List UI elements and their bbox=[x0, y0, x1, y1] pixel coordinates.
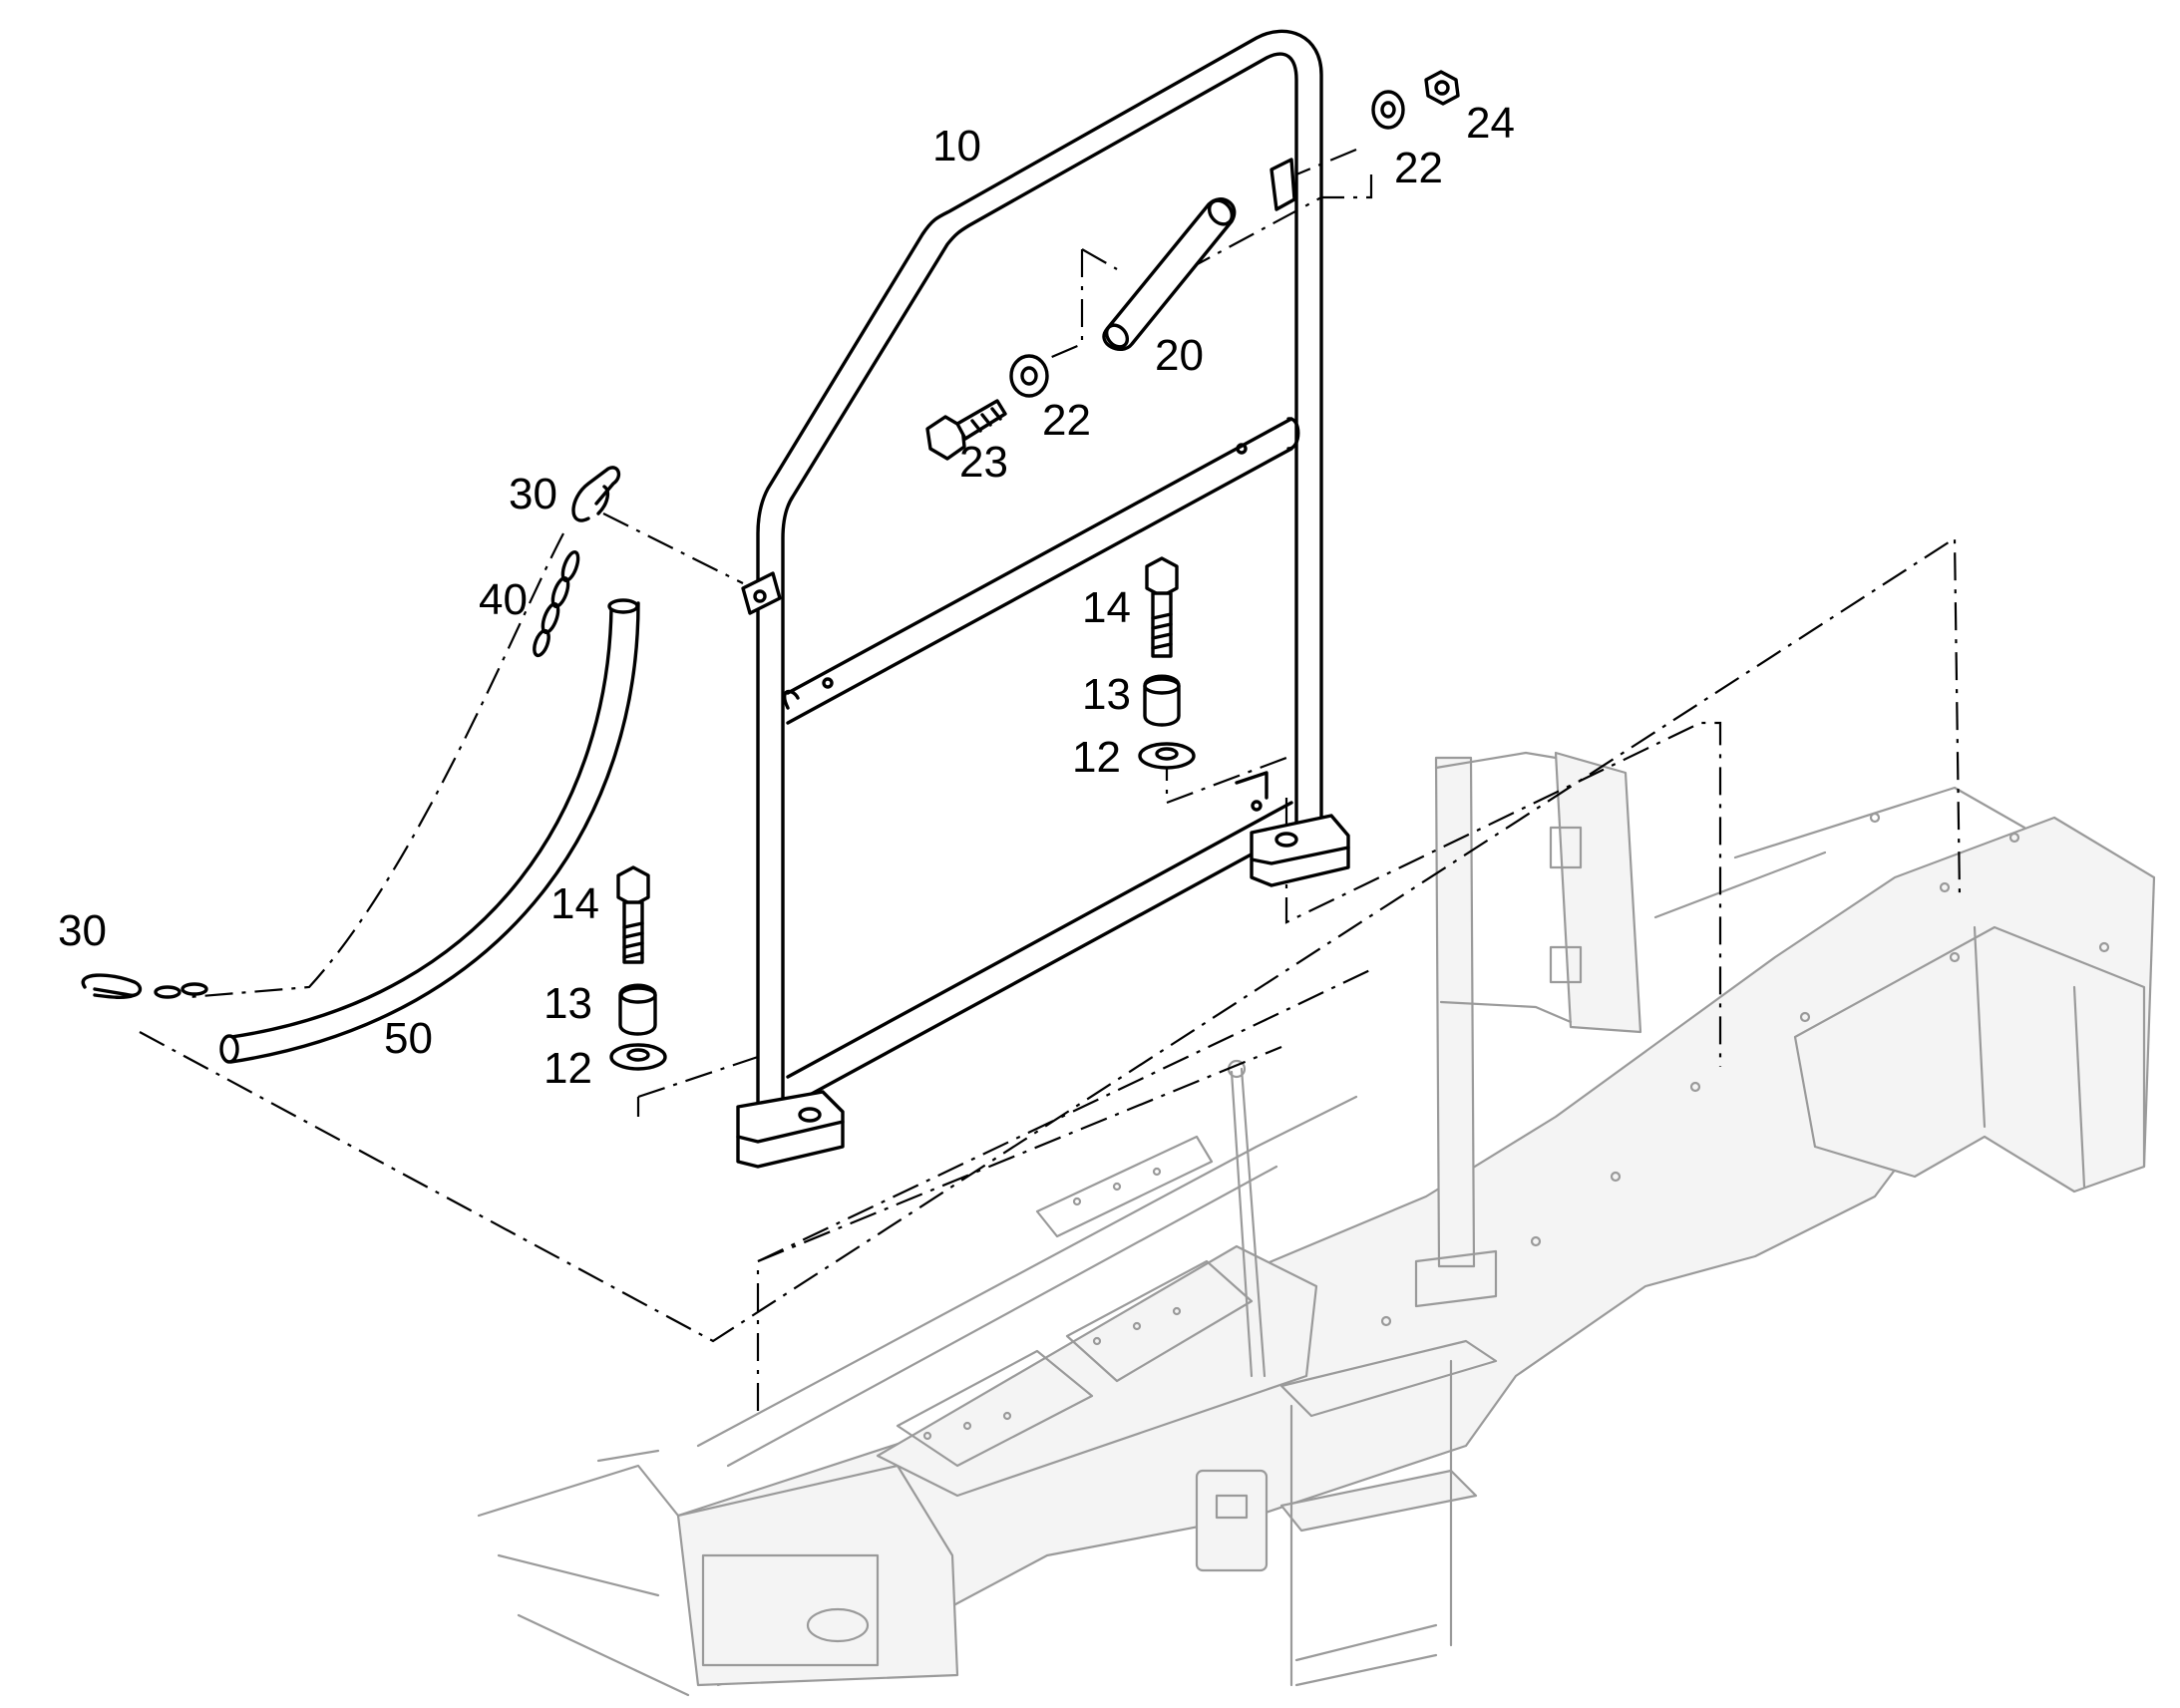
deck-holes bbox=[922, 1167, 1182, 1441]
part-13-spacer-left bbox=[618, 983, 657, 1036]
part-22-washer-lower bbox=[1009, 354, 1049, 398]
mirror-arm bbox=[1434, 751, 1573, 1024]
frame-hatch bbox=[1195, 1469, 1269, 1572]
part-30-hook-lower bbox=[81, 973, 208, 999]
railing-chain-tab bbox=[741, 571, 782, 615]
callout-10: 10 bbox=[932, 122, 981, 171]
sleeve-end-bottom bbox=[1104, 323, 1130, 349]
mirror-pillar bbox=[1434, 756, 1476, 1268]
railing-tube-inner bbox=[781, 52, 1298, 1134]
frame-rail-upper bbox=[696, 1095, 1358, 1468]
callout-12-right: 12 bbox=[1072, 733, 1121, 782]
railing-crossbar-upper bbox=[786, 417, 1300, 725]
railing-hole-c bbox=[1251, 800, 1263, 812]
step-ladder-rails bbox=[1289, 1359, 1453, 1687]
callout-30-upper: 30 bbox=[509, 470, 557, 518]
railing-foot-left bbox=[736, 1090, 845, 1169]
part-50-hose bbox=[219, 598, 640, 1064]
railing-crossbar-upper-end bbox=[782, 689, 800, 710]
part-24-nut bbox=[1424, 70, 1460, 106]
callout-23: 23 bbox=[959, 438, 1008, 487]
frame-hatch-handle bbox=[1215, 1494, 1249, 1520]
callout-22-upper: 22 bbox=[1394, 144, 1443, 192]
sleeve-end-top bbox=[1207, 198, 1235, 226]
callout-12-left: 12 bbox=[544, 1044, 592, 1093]
callout-14-right: 14 bbox=[1082, 583, 1131, 632]
callout-14-left: 14 bbox=[550, 879, 599, 928]
deck-plate-2 bbox=[1065, 1259, 1254, 1383]
front-box-window bbox=[701, 1553, 880, 1667]
part-30-hook-upper bbox=[571, 466, 621, 522]
railing-foot-right-edge bbox=[1250, 846, 1350, 865]
frame-left-outline bbox=[477, 1449, 690, 1697]
railing-foot-slot bbox=[1235, 771, 1269, 800]
callout-20: 20 bbox=[1155, 331, 1204, 380]
railing-foot-left-hole bbox=[798, 1107, 822, 1123]
callout-30-lower: 30 bbox=[58, 906, 107, 955]
part-14-bolt-left bbox=[616, 865, 650, 964]
part-40-chain bbox=[533, 550, 580, 658]
step-ladder-lower bbox=[1279, 1469, 1478, 1533]
part-12-washer-left bbox=[609, 1043, 667, 1071]
frame-bolts bbox=[1380, 812, 2110, 1327]
callout-40: 40 bbox=[479, 575, 528, 624]
railing-foot-right-hole bbox=[1274, 832, 1298, 848]
frame-front-box bbox=[676, 1464, 959, 1687]
railing-top-bracket bbox=[1270, 158, 1296, 211]
part-14-bolt-right bbox=[1145, 556, 1179, 658]
side-mirror bbox=[1554, 751, 1642, 1034]
mirror-pillar-base bbox=[1414, 1249, 1498, 1308]
railing-hole-a bbox=[1236, 443, 1248, 455]
machine-frame bbox=[477, 751, 2156, 1697]
part-13-spacer-right bbox=[1143, 674, 1181, 727]
railing-chain-tab-hole bbox=[753, 589, 767, 603]
callout-13-right: 13 bbox=[1082, 670, 1131, 719]
control-lever bbox=[1230, 1067, 1267, 1378]
railing-foot-left-edge bbox=[736, 1120, 845, 1144]
railing-assembly bbox=[736, 29, 1350, 1169]
railing-hole-b bbox=[822, 677, 834, 689]
deck-plate-3 bbox=[1035, 1135, 1214, 1238]
mirror-bracket bbox=[1549, 826, 1583, 984]
railing-crossbar-lower bbox=[786, 801, 1293, 1109]
front-grille bbox=[806, 1607, 870, 1643]
leader-lines bbox=[139, 148, 1962, 1411]
rear-box-lines bbox=[1653, 786, 2086, 1189]
part-22-washer-upper bbox=[1371, 90, 1405, 130]
railing-tube-outer bbox=[756, 29, 1323, 1139]
deck-plate-1 bbox=[896, 1349, 1094, 1468]
callout-13-left: 13 bbox=[544, 979, 592, 1028]
part-20-sleeve bbox=[1102, 197, 1237, 351]
part-23-bolt bbox=[925, 399, 1007, 461]
step-ladder-upper bbox=[1279, 1339, 1498, 1418]
rear-box bbox=[1793, 925, 2146, 1194]
callout-50: 50 bbox=[384, 1014, 433, 1063]
railing-foot-right bbox=[1250, 814, 1350, 887]
center-deck bbox=[876, 1244, 1318, 1498]
callout-24: 24 bbox=[1466, 99, 1515, 148]
callout-22-lower: 22 bbox=[1042, 396, 1091, 445]
part-12-washer-right bbox=[1138, 742, 1196, 770]
